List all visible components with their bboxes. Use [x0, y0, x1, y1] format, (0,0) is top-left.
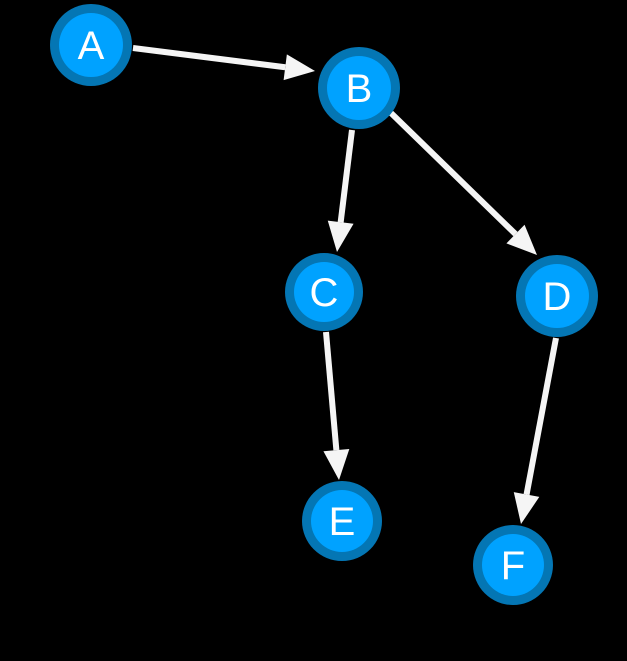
- edge-A-B[interactable]: [132, 45, 315, 81]
- edge-line: [388, 110, 518, 237]
- edge-line: [337, 129, 355, 223]
- node-C[interactable]: C: [285, 253, 363, 331]
- arrowhead-icon: [327, 220, 354, 252]
- node-fill-C: [294, 262, 354, 322]
- node-F[interactable]: F: [473, 525, 553, 605]
- node-fill-A: [59, 13, 123, 77]
- node-fill-B: [327, 56, 391, 120]
- edge-D-F[interactable]: [513, 337, 559, 524]
- node-label-D: D: [543, 275, 572, 319]
- edge-B-D[interactable]: [388, 110, 537, 255]
- node-label-C: C: [310, 271, 339, 315]
- arrowhead-icon: [323, 448, 350, 480]
- node-E[interactable]: E: [302, 481, 382, 561]
- node-D[interactable]: D: [516, 255, 598, 337]
- node-label-A: A: [78, 24, 105, 68]
- node-A[interactable]: A: [50, 4, 132, 86]
- node-fill-D: [525, 264, 589, 328]
- edge-line: [323, 331, 340, 451]
- edge-line: [523, 337, 559, 496]
- node-label-F: F: [501, 544, 525, 588]
- arrowhead-icon: [506, 224, 537, 255]
- node-B[interactable]: B: [318, 47, 400, 129]
- edge-C-E[interactable]: [323, 331, 350, 480]
- arrowhead-icon: [513, 492, 540, 524]
- arrowhead-icon: [283, 54, 315, 81]
- edge-layer: [132, 45, 559, 524]
- edge-line: [132, 45, 286, 71]
- node-label-B: B: [346, 67, 373, 111]
- node-fill-F: [482, 534, 544, 596]
- node-layer: A B C D E F: [50, 4, 598, 605]
- node-fill-E: [311, 490, 373, 552]
- edge-B-C[interactable]: [327, 129, 355, 252]
- node-label-E: E: [329, 500, 356, 544]
